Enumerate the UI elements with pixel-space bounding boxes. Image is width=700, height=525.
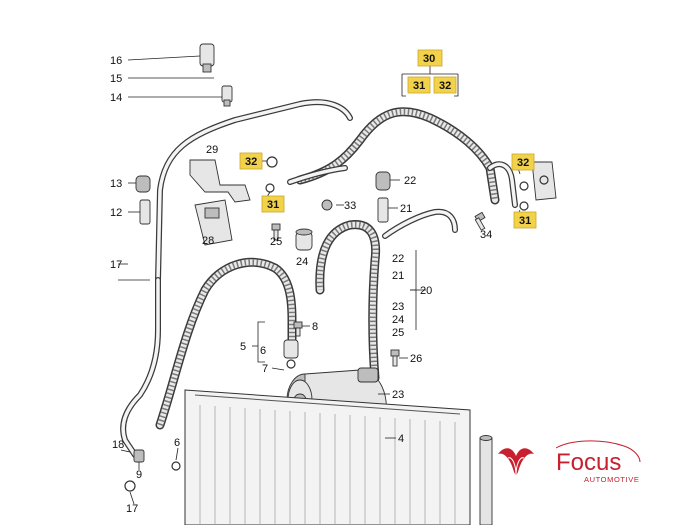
sleeve-24 [295,228,313,251]
callout-32-right: 32 [517,157,529,169]
hose-20 [315,220,381,383]
callout-30: 30 [423,53,435,65]
callout-32-left: 32 [245,156,257,168]
callout-25: 25 [270,236,282,248]
callout-5: 5 [240,341,246,353]
bolt-25 [271,223,281,241]
valve-cap-22 [375,171,391,191]
upper-pressure-pipe [155,99,353,283]
callout-29: 29 [206,144,218,156]
condenser [184,389,471,525]
callout-17-left: 17 [110,259,122,271]
brand-tagline: AUTOMOTIVE [584,475,639,484]
callout-23-group: 23 [392,301,404,313]
callout-18: 18 [112,439,124,451]
callout-31-top: 31 [413,80,425,92]
callout-21-top: 21 [400,203,412,215]
callout-21-group: 21 [392,270,404,282]
callout-33: 33 [344,200,356,212]
callout-4: 4 [398,433,404,445]
callout-23-lower: 23 [392,389,404,401]
nut-33 [321,199,333,211]
callout-9: 9 [136,469,142,481]
o-ring-31-left [265,183,275,193]
callout-24: 24 [296,256,308,268]
callout-22-group: 22 [392,253,404,265]
vertical-pipe-right [479,435,493,525]
discharge-hose-5 [155,257,297,430]
service-valve-12 [139,199,151,225]
callout-26: 26 [410,353,422,365]
brand-logo: Focus AUTOMOTIVE [498,440,641,484]
suction-hose-30 [295,107,500,205]
car-silhouette-logo-icon [498,440,641,477]
pipe-to-fitting-34 [382,208,458,239]
connector-plate-right [519,161,557,211]
valve-cap-13 [135,175,151,193]
callout-32-top: 32 [439,80,451,92]
callout-20: 20 [420,285,432,297]
leader-lines [118,55,521,505]
callout-24-group: 24 [392,314,404,326]
brand-name: Focus [556,449,621,476]
bracket-29 [189,159,251,203]
callout-31-left: 31 [267,199,279,211]
callout-12: 12 [110,207,122,219]
callout-25-group: 25 [392,327,404,339]
pipe-fitting-31 [287,165,348,185]
callout-15: 15 [110,73,122,85]
o-ring-6-lower [171,461,181,471]
bracket-28 [194,199,233,246]
callout-17-bottom: 17 [126,503,138,515]
hose-end-fitting-left [283,339,299,369]
callout-14: 14 [110,92,122,104]
o-ring-32-left [266,156,278,168]
service-valve-21 [377,197,389,223]
callout-6-lower: 6 [174,437,180,449]
lower-left-pipe [120,277,161,458]
callout-7: 7 [262,363,268,375]
callout-31-right: 31 [519,215,531,227]
callout-22-top: 22 [404,175,416,187]
callout-28: 28 [202,235,214,247]
pressure-switch-16 [199,43,215,73]
bolt-8 [293,321,303,337]
bolt-26 [390,349,400,367]
bolt-34 [474,211,486,231]
callout-8: 8 [312,321,318,333]
callout-34: 34 [480,229,492,241]
callout-6-upper: 6 [260,345,266,357]
right-bracket-pipe [487,161,518,208]
callout-13: 13 [110,178,122,190]
service-valve-14 [221,85,233,107]
callout-16: 16 [110,55,122,67]
